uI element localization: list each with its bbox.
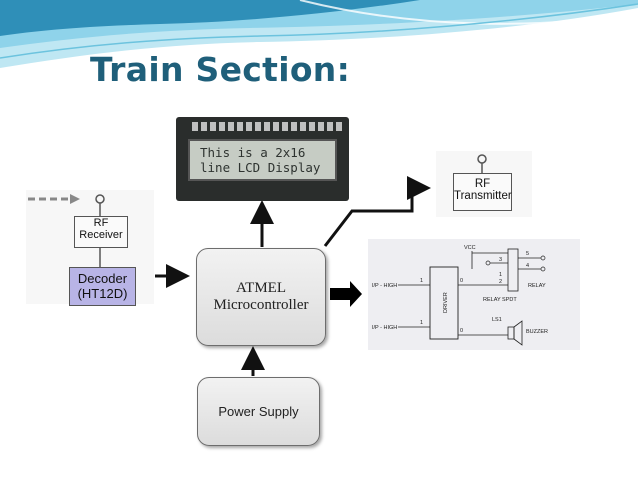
relay-schematic-drawing: VCC DRIVER I/P - HIGH 1 I/P - HIGH 1 0 0… — [372, 245, 548, 346]
rf-receiver-line-2: Receiver — [79, 229, 123, 241]
pin-in-2: 1 — [420, 320, 423, 326]
rf-receiver-block: RF Receiver — [74, 216, 128, 248]
power-supply-label: Power Supply — [218, 404, 299, 419]
lcd-line-2: line LCD Display — [200, 160, 321, 175]
pin-r2: 2 — [499, 279, 502, 285]
pin-out-1: 0 — [460, 278, 463, 284]
power-supply-block: Power Supply — [197, 377, 320, 446]
microcontroller-line-1: ATMEL — [236, 280, 286, 296]
pin-in-1: 1 — [420, 278, 423, 284]
relay-label: RELAY — [528, 283, 546, 289]
antenna-icon — [477, 154, 487, 173]
ls1-label: LS1 — [492, 317, 502, 323]
lcd-line-1: This is a 2x16 — [200, 145, 306, 160]
driver-label: DRIVER — [443, 292, 449, 313]
rf-receiver-line-1: RF — [93, 217, 109, 229]
arrow-mcu-to-transmitter — [323, 176, 431, 247]
vcc-label: VCC — [464, 245, 476, 251]
decoder-line-2: (HT12D) — [77, 286, 128, 301]
lcd-display: This is a 2x16 line LCD Display — [176, 117, 349, 201]
decoder-block: Decoder (HT12D) — [69, 267, 136, 306]
pin-out-2: 0 — [460, 328, 463, 334]
pin-5: 5 — [526, 251, 529, 257]
pin-r1: 1 — [499, 272, 502, 278]
rf-transmitter-block: RF Transmitter — [453, 173, 512, 211]
pin-3: 3 — [499, 257, 502, 263]
decoder-line-1: Decoder — [77, 271, 128, 286]
relay-spdt-label: RELAY SPDT — [483, 297, 517, 303]
input-1-label: I/P - HIGH — [372, 283, 397, 289]
pin-4: 4 — [526, 263, 529, 269]
page-title: Train Section: — [90, 50, 351, 89]
microcontroller-block: ATMEL Microcontroller — [196, 248, 326, 346]
lcd-screen: This is a 2x16 line LCD Display — [188, 139, 337, 181]
buzzer-label: BUZZER — [526, 329, 548, 335]
rf-transmitter-line-2: Transmitter — [454, 190, 512, 202]
header-wave-decoration — [0, 0, 638, 68]
lcd-pin-header — [192, 122, 342, 131]
arrow-mcu-to-relay — [330, 281, 362, 307]
microcontroller-line-2: Microcontroller — [213, 297, 309, 313]
input-2-label: I/P - HIGH — [372, 325, 397, 331]
rf-transmitter-line-1: RF — [474, 178, 491, 190]
